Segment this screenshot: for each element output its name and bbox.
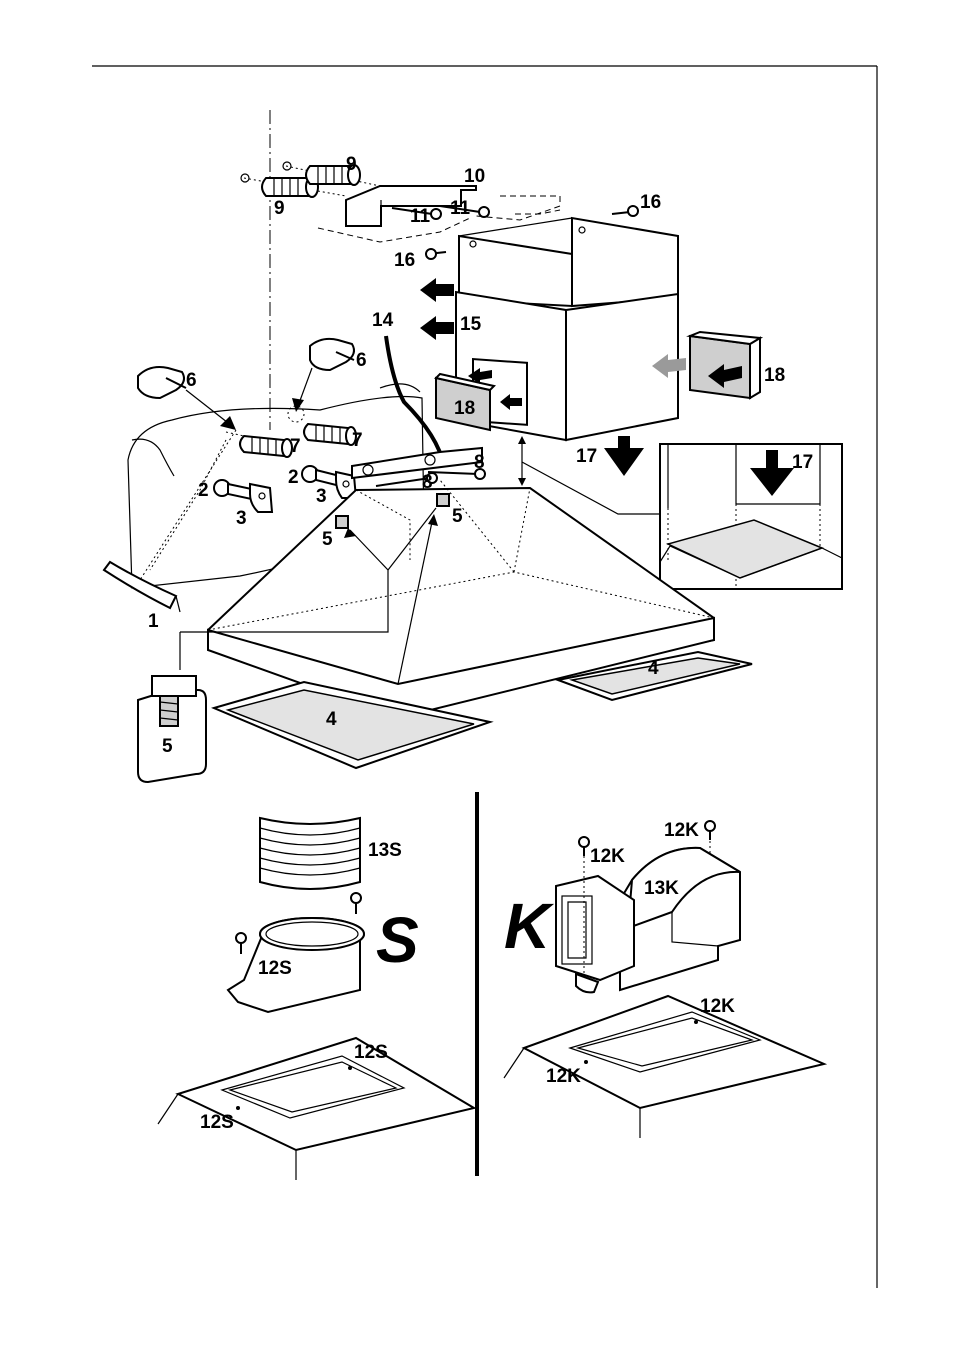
wall-plug-icon — [240, 436, 292, 457]
screw-icon — [579, 837, 589, 856]
screw-icon — [705, 821, 715, 840]
label-12s: 12S — [200, 1112, 234, 1133]
label-12k: 12K — [590, 846, 625, 867]
label-8: 8 — [422, 472, 433, 493]
wall-plug-icon — [304, 424, 356, 445]
label-17: 17 — [792, 452, 813, 473]
label-13s: 13S — [368, 840, 402, 861]
label-9: 9 — [346, 154, 357, 175]
label-12s: 12S — [354, 1042, 388, 1063]
label-6: 6 — [356, 350, 367, 371]
label-14: 14 — [372, 310, 394, 331]
label-7: 7 — [352, 430, 363, 451]
label-1: 1 — [148, 611, 159, 632]
hand-screwdriver-icon — [138, 367, 186, 398]
letter-k: K — [504, 890, 555, 962]
label-2: 2 — [198, 480, 209, 501]
label-16: 16 — [394, 250, 415, 271]
hand-screwdriver-icon — [310, 339, 354, 370]
clip-detail — [138, 676, 206, 782]
label-12s: 12S — [258, 958, 292, 979]
letter-s: S — [376, 904, 419, 976]
screw-icon — [351, 893, 361, 914]
label-11: 11 — [410, 206, 431, 227]
label-11: 11 — [450, 198, 471, 219]
label-18: 18 — [764, 365, 785, 386]
arrow-icon — [420, 278, 454, 340]
label-5: 5 — [322, 529, 333, 550]
arrow-icon — [604, 436, 644, 476]
screw-icon — [236, 933, 246, 954]
label-15: 15 — [460, 314, 482, 335]
label-2: 2 — [288, 467, 299, 488]
label-8: 8 — [474, 452, 485, 473]
label-12k: 12K — [664, 820, 699, 841]
label-18: 18 — [454, 398, 475, 419]
label-6: 6 — [186, 370, 197, 391]
detail-inset — [660, 444, 842, 589]
label-3: 3 — [316, 486, 327, 507]
label-5: 5 — [162, 736, 173, 757]
label-4: 4 — [326, 709, 337, 730]
label-7: 7 — [290, 436, 301, 457]
label-12k: 12K — [700, 996, 735, 1017]
screw-icon — [392, 206, 489, 219]
label-9: 9 — [274, 198, 285, 219]
label-12k: 12K — [546, 1066, 581, 1087]
hook-right — [302, 466, 356, 498]
upper-bracket-assembly — [241, 162, 560, 242]
label-4: 4 — [648, 658, 659, 679]
label-13k: 13K — [644, 878, 679, 899]
label-3: 3 — [236, 508, 247, 529]
label-5: 5 — [452, 506, 463, 527]
label-10: 10 — [464, 166, 485, 187]
label-17: 17 — [576, 446, 597, 467]
arrow-icon — [186, 368, 312, 430]
label-16: 16 — [640, 192, 661, 213]
